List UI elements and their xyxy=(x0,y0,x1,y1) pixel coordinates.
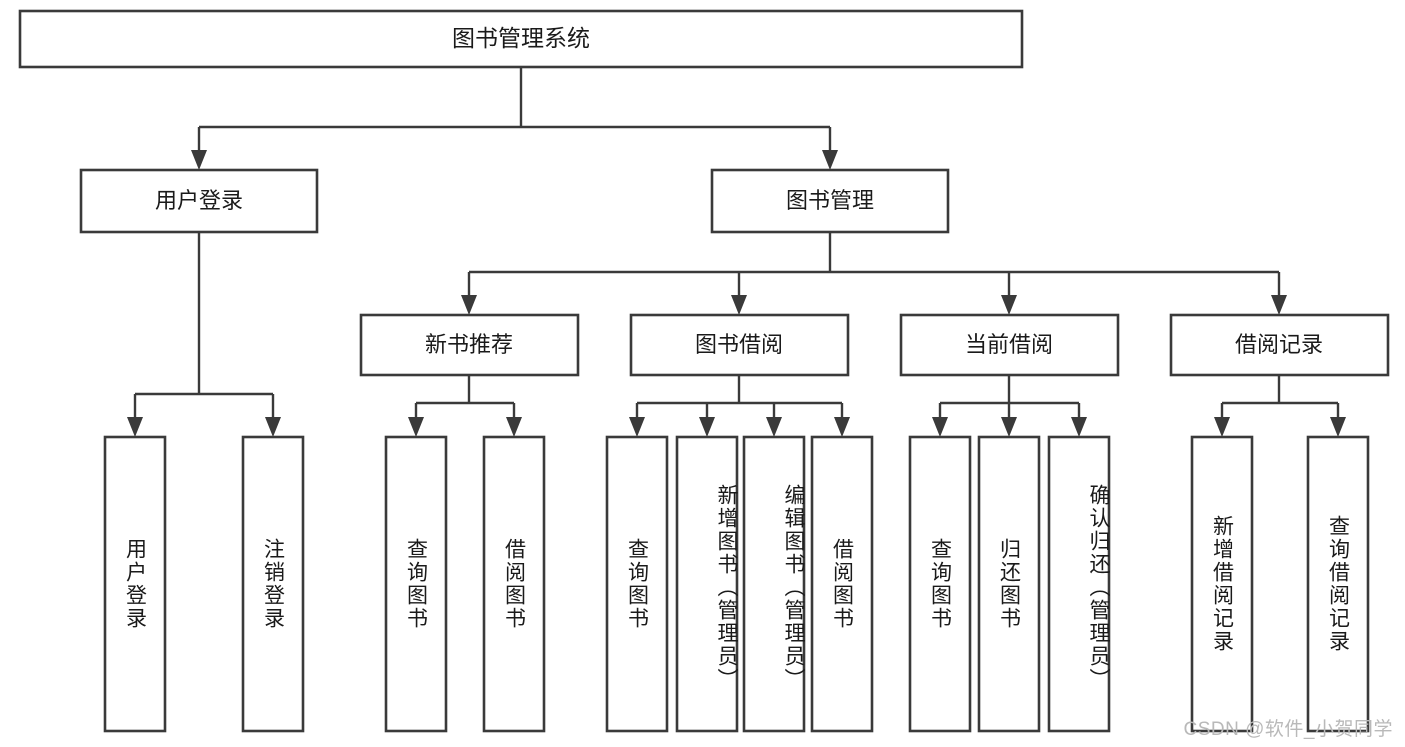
arrow-to-leaf-user-login-icon xyxy=(127,417,143,437)
arrow-to-leaf-query-record-icon xyxy=(1330,417,1346,437)
node-borrow-record-label: 借阅记录 xyxy=(1235,332,1323,357)
leaf-edit-book-box[interactable] xyxy=(742,435,806,733)
arrow-to-current-borrow-icon xyxy=(1001,295,1017,315)
arrow-to-user-login-icon xyxy=(191,150,207,170)
node-root[interactable]: 图书管理系统 xyxy=(18,9,1024,69)
arrow-to-leaf-add-record-icon xyxy=(1214,417,1230,437)
leaf-query-borrow-record-box[interactable] xyxy=(1306,435,1370,733)
arrow-to-leaf-return-book-icon xyxy=(1001,417,1017,437)
node-book-borrow-box[interactable] xyxy=(629,313,850,377)
leaf-return-book-box[interactable] xyxy=(977,435,1041,733)
node-borrow-record-box[interactable] xyxy=(1169,313,1390,377)
leaf-borrow-book-2-box[interactable] xyxy=(810,435,874,733)
arrow-to-leaf-borrow-2-icon xyxy=(834,417,850,437)
leaf-add-book-box[interactable] xyxy=(675,435,739,733)
node-borrow-record[interactable]: 借阅记录 xyxy=(1169,313,1390,377)
leaf-query-book-2-box[interactable] xyxy=(605,435,669,733)
node-current-borrow-box[interactable] xyxy=(899,313,1120,377)
node-new-book-recommend-box[interactable] xyxy=(359,313,580,377)
node-book-borrow-label: 图书借阅 xyxy=(695,332,783,357)
leaf-add-borrow-record-box[interactable] xyxy=(1190,435,1254,733)
edge-group-book-manage xyxy=(461,232,1287,315)
leaf-logout-login-box[interactable] xyxy=(241,435,305,733)
node-book-manage-label: 图书管理 xyxy=(786,188,874,213)
node-current-borrow[interactable]: 当前借阅 xyxy=(899,313,1120,377)
leaf-borrow-book-1-box[interactable] xyxy=(482,435,546,733)
node-root-label: 图书管理系统 xyxy=(452,25,590,51)
arrow-to-leaf-query-2-icon xyxy=(629,417,645,437)
leaf-user-login-box[interactable] xyxy=(103,435,167,733)
leaf-boxes-group xyxy=(103,435,1370,733)
csdn-watermark: CSDN @软件_小贺同学 xyxy=(1183,719,1393,740)
arrow-to-leaf-query-3-icon xyxy=(932,417,948,437)
edge-group-new-book-recommend xyxy=(408,375,522,437)
edge-group-root xyxy=(191,67,838,170)
arrow-to-leaf-add-book-icon xyxy=(699,417,715,437)
arrow-to-borrow-record-icon xyxy=(1271,295,1287,315)
node-new-book-recommend[interactable]: 新书推荐 xyxy=(359,313,580,377)
node-user-login-label: 用户登录 xyxy=(155,188,243,213)
arrow-to-leaf-query-1-icon xyxy=(408,417,424,437)
edge-group-book-borrow xyxy=(629,375,850,437)
arrow-to-book-manage-icon xyxy=(822,150,838,170)
node-book-manage-box[interactable] xyxy=(710,168,950,234)
node-root-box[interactable] xyxy=(18,9,1024,69)
node-new-book-recommend-label: 新书推荐 xyxy=(425,332,513,357)
edge-group-borrow-record xyxy=(1214,375,1346,437)
arrow-to-new-book-icon xyxy=(461,295,477,315)
node-current-borrow-label: 当前借阅 xyxy=(965,332,1053,357)
leaf-query-book-1-box[interactable] xyxy=(384,435,448,733)
edge-group-current-borrow xyxy=(932,375,1087,437)
arrow-to-leaf-logout-icon xyxy=(265,417,281,437)
arrow-to-leaf-borrow-1-icon xyxy=(506,417,522,437)
node-book-borrow[interactable]: 图书借阅 xyxy=(629,313,850,377)
leaf-query-book-3-box[interactable] xyxy=(908,435,972,733)
leaf-confirm-return-box[interactable] xyxy=(1047,435,1111,733)
arrow-to-leaf-confirm-return-icon xyxy=(1071,417,1087,437)
edge-group-user-login xyxy=(127,232,281,437)
arrow-to-leaf-edit-book-icon xyxy=(766,417,782,437)
node-user-login-box[interactable] xyxy=(79,168,319,234)
node-user-login[interactable]: 用户登录 xyxy=(79,168,319,234)
node-book-manage[interactable]: 图书管理 xyxy=(710,168,950,234)
arrow-to-book-borrow-icon xyxy=(731,295,747,315)
